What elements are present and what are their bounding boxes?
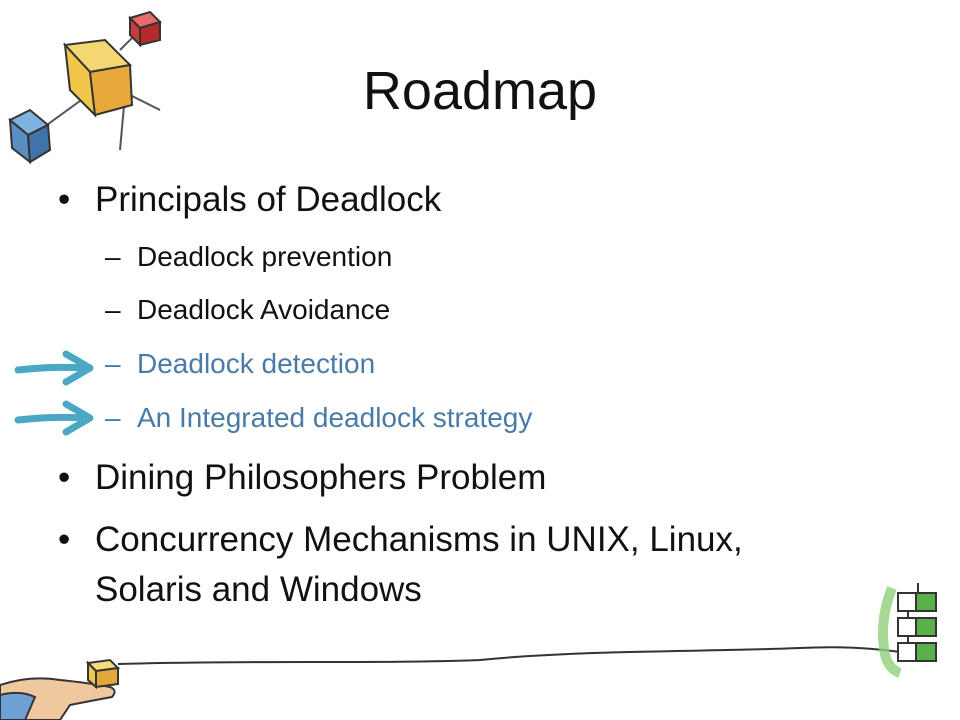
hand-drawn-line [117, 646, 901, 665]
dash-glyph: – [105, 241, 121, 272]
sub-item-text: Deadlock detection [137, 348, 376, 379]
right-arrow-icon [14, 400, 94, 436]
hand-drawn-cubes-icon [8, 10, 162, 165]
bullet-text: Solaris and Windows [95, 570, 422, 609]
sub-item-text: Deadlock prevention [137, 241, 393, 272]
stacked-boxes-icon [878, 583, 937, 678]
hand-holding-cube-icon [0, 658, 121, 720]
right-arrow-icon [14, 350, 94, 386]
bullet-text: Dining Philosophers Problem [95, 458, 547, 497]
bullet-glyph: • [58, 520, 71, 559]
sub-item-text: An Integrated deadlock strategy [137, 402, 533, 433]
slide-title: Roadmap [362, 61, 598, 121]
bullet-glyph: • [58, 458, 71, 497]
bullet-glyph: • [58, 180, 71, 219]
bullet-text: Principals of Deadlock [95, 180, 442, 219]
bullet-text: Concurrency Mechanisms in UNIX, Linux, [95, 520, 743, 559]
dash-glyph: – [105, 294, 121, 325]
dash-glyph: – [105, 348, 121, 379]
sub-item-text: Deadlock Avoidance [137, 294, 391, 325]
bullet-item-concurrency-continued: Solaris and Windows [95, 568, 422, 612]
dash-glyph: – [105, 402, 121, 433]
